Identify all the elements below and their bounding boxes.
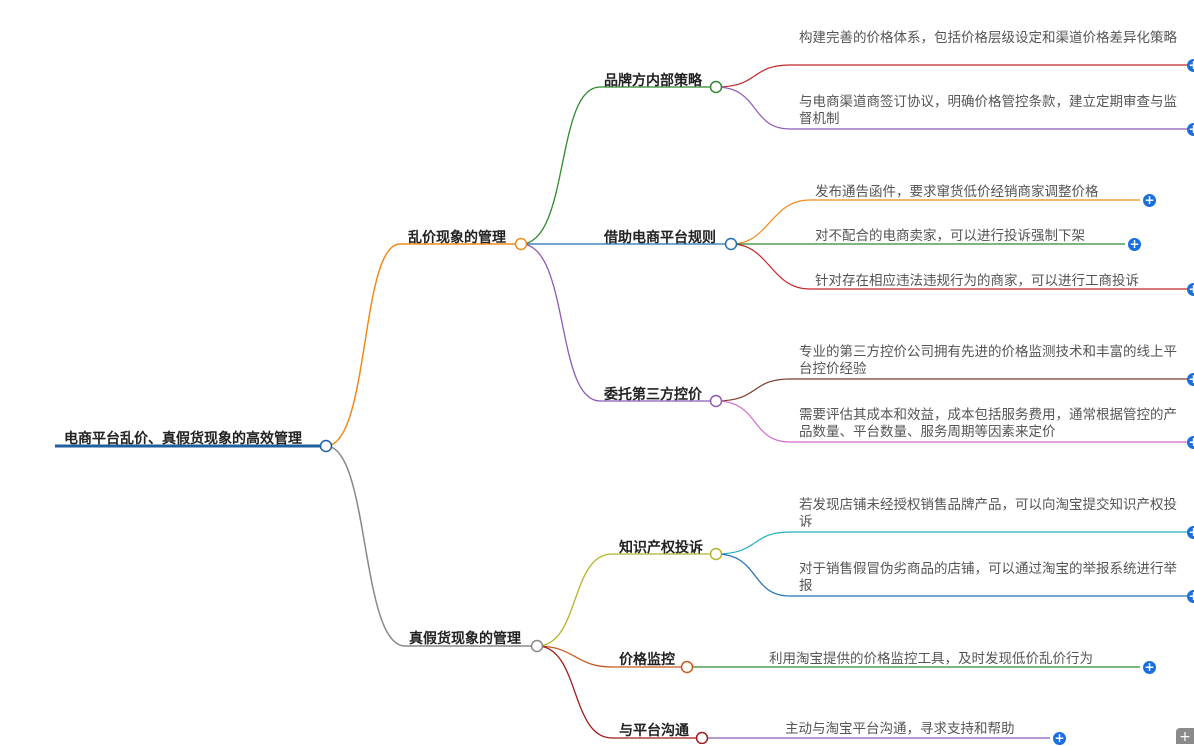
connector-s2-l3	[730, 243, 1194, 290]
branch-topic-counterfeit[interactable]: 真假货现象的管理	[409, 631, 521, 647]
expand-icon[interactable]: +	[1143, 193, 1156, 207]
connector-b2s1-l1	[715, 531, 1194, 555]
expand-icon[interactable]: +	[1053, 731, 1066, 745]
leaf-text: 与电商渠道商签订协议，明确价格管控条款，建立定期审查与监督机制	[799, 94, 1177, 127]
expand-icon[interactable]: +	[1128, 237, 1141, 251]
leaf-text: 若发现店铺未经授权销售品牌产品，可以向淘宝提交知识产权投诉	[799, 497, 1177, 530]
expand-icon[interactable]: +	[1187, 373, 1194, 386]
zoom-plus-icon[interactable]: +	[1176, 728, 1194, 745]
leaf-text: 需要评估其成本和效益，成本包括服务费用，通常根据管控的产品数量、平台数量、服务周…	[799, 407, 1177, 440]
expand-icon[interactable]: +	[1187, 123, 1194, 136]
connector-s3-l1	[715, 378, 1194, 402]
leaf-text: 针对存在相应违法违规行为的商家，可以进行工商投诉	[815, 273, 1139, 289]
branch-topic-price-chaos[interactable]: 乱价现象的管理	[408, 230, 506, 246]
expand-icon[interactable]: +	[1143, 660, 1156, 674]
branch1-node-circle	[514, 237, 528, 251]
connector-s1-l2	[715, 86, 1194, 130]
subtopic-ip-complaint[interactable]: 知识产权投诉	[619, 540, 703, 556]
root-node-circle	[319, 439, 333, 453]
expand-icon[interactable]: +	[1187, 283, 1194, 296]
subtopic-price-monitoring[interactable]: 价格监控	[619, 652, 675, 668]
branch2-node-circle	[530, 639, 544, 653]
sub1-node-circle	[709, 80, 723, 94]
subtopic-platform-rules[interactable]: 借助电商平台规则	[604, 230, 716, 246]
connector-b2-s2	[536, 645, 687, 668]
leaf-text: 构建完善的价格体系，包括价格层级设定和渠道价格差异化策略	[799, 30, 1177, 46]
sub3-node-circle	[709, 394, 723, 408]
leaf-text: 主动与淘宝平台沟通，寻求支持和帮助	[785, 721, 1015, 737]
leaf-text: 对于销售假冒伪劣商品的店铺，可以通过淘宝的举报系统进行举报	[799, 561, 1177, 594]
connector-b2-s3	[536, 645, 702, 739]
sub4-node-circle	[709, 547, 723, 561]
root-topic[interactable]: 电商平台乱价、真假货现象的高效管理	[64, 431, 302, 447]
sub6-node-circle	[695, 731, 709, 744]
connector-b1-s3	[520, 243, 716, 402]
connector-root-branch1	[325, 243, 521, 447]
leaf-text: 专业的第三方控价公司拥有先进的价格监测技术和丰富的线上平台控价经验	[799, 344, 1177, 377]
expand-icon[interactable]: +	[1187, 59, 1194, 72]
connector-s1-l1	[715, 64, 1194, 88]
expand-icon[interactable]: +	[1187, 590, 1194, 603]
connector-b2s1-l2	[715, 553, 1194, 597]
subtopic-third-party[interactable]: 委托第三方控价	[604, 387, 702, 403]
connector-b1-s1	[520, 86, 716, 245]
connector-b2-s1	[536, 553, 716, 647]
leaf-text: 发布通告函件，要求窜货低价经销商家调整价格	[815, 184, 1099, 200]
expand-icon[interactable]: +	[1187, 436, 1194, 449]
connector-s3-l2	[715, 400, 1194, 443]
leaf-text: 利用淘宝提供的价格监控工具，及时发现低价乱价行为	[769, 651, 1093, 667]
leaf-text: 对不配合的电商卖家，可以进行投诉强制下架	[815, 228, 1085, 244]
subtopic-brand-internal-strategy[interactable]: 品牌方内部策略	[604, 73, 702, 89]
sub5-node-circle	[680, 660, 694, 674]
subtopic-platform-communication[interactable]: 与平台沟通	[619, 723, 689, 739]
connector-root-branch2	[325, 445, 537, 647]
expand-icon[interactable]: +	[1187, 526, 1194, 539]
sub2-node-circle	[724, 237, 738, 251]
connector-s2-l1	[730, 199, 1140, 245]
